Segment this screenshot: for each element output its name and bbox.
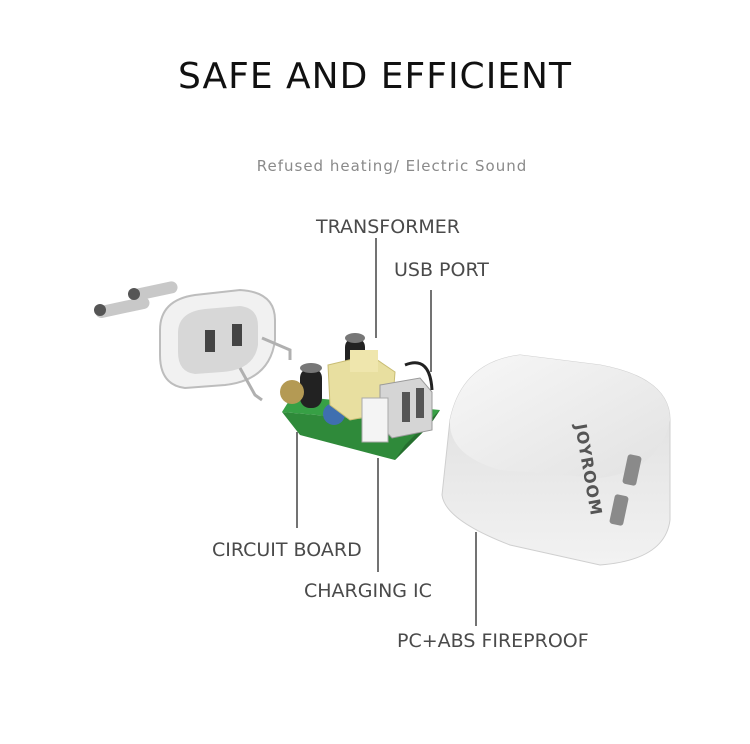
- page-title: SAFE AND EFFICIENT: [178, 56, 572, 97]
- circuit-board: [280, 333, 440, 460]
- page-subtitle: Refused heating/ Electric Sound: [256, 157, 528, 175]
- transformer-label: TRANSFORMER: [316, 216, 460, 238]
- plug-cap: [159, 288, 276, 390]
- plug-pins: [94, 281, 178, 318]
- pc-abs-fireproof-label: PC+ABS FIREPROOF: [397, 630, 589, 652]
- charging-ic-label: CHARGING IC: [304, 580, 432, 602]
- usb-port-label: USB PORT: [394, 259, 489, 281]
- charger-case: JOYROOM: [441, 354, 671, 566]
- usb-port-component: [379, 361, 434, 439]
- circuit-board-label: CIRCUIT BOARD: [212, 539, 362, 561]
